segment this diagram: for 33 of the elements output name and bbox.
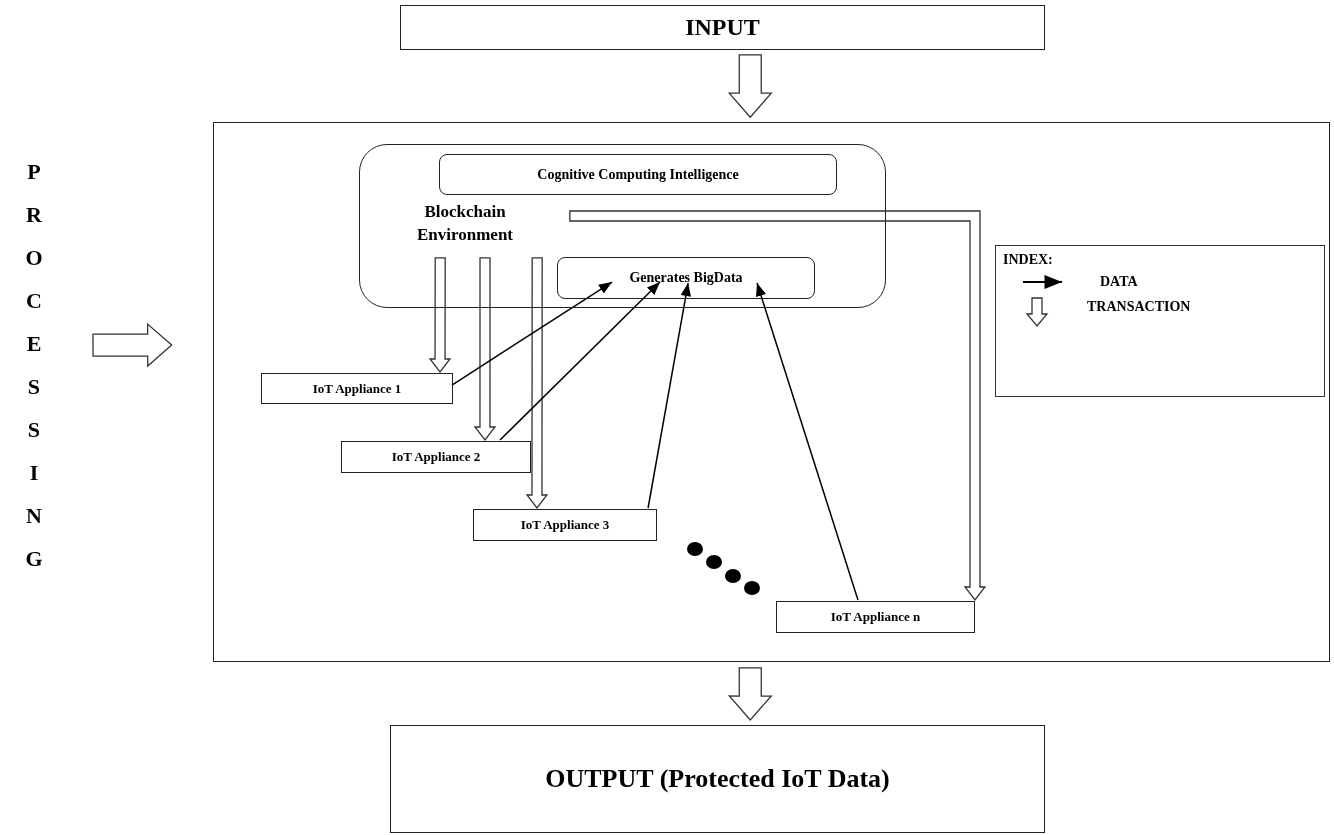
input-box xyxy=(400,5,1045,50)
transaction-arrow xyxy=(727,54,773,119)
transaction-arrow xyxy=(727,667,773,721)
output-box xyxy=(390,725,1045,833)
box-label: IoT Appliance 2 xyxy=(391,449,481,465)
blockchain-environment-box xyxy=(359,144,886,308)
appliance-box xyxy=(341,441,531,473)
box-label: INPUT xyxy=(685,14,760,41)
data-arrow xyxy=(451,281,613,386)
transaction-arrow xyxy=(569,210,987,602)
appliance-box xyxy=(473,509,657,541)
process-box xyxy=(439,154,837,195)
appliance-box xyxy=(776,601,975,633)
transaction-arrow xyxy=(428,257,452,374)
process-box xyxy=(557,257,815,299)
box-label: IoT Appliance n xyxy=(830,609,921,625)
processing-panel xyxy=(213,122,1330,662)
transaction-arrow xyxy=(92,322,173,368)
legend-title: INDEX: xyxy=(1003,252,1053,268)
legend-label: TRANSACTION xyxy=(1087,299,1191,315)
data-arrow xyxy=(756,282,859,601)
transaction-arrow xyxy=(473,257,497,442)
legend-label: DATA xyxy=(1100,274,1138,290)
transaction-arrow xyxy=(525,257,549,510)
box-label: Blockchain Environment xyxy=(415,201,514,246)
section-title: PROCESSING xyxy=(24,158,44,573)
data-arrow xyxy=(647,282,691,509)
box-label: OUTPUT (Protected IoT Data) xyxy=(544,763,891,796)
box-label: IoT Appliance 3 xyxy=(520,517,610,533)
box-label: IoT Appliance 1 xyxy=(312,380,402,397)
box-label: Cognitive Computing Intelligence xyxy=(537,166,739,183)
appliance-box xyxy=(261,373,453,404)
box-label: Generates BigData xyxy=(629,270,743,286)
